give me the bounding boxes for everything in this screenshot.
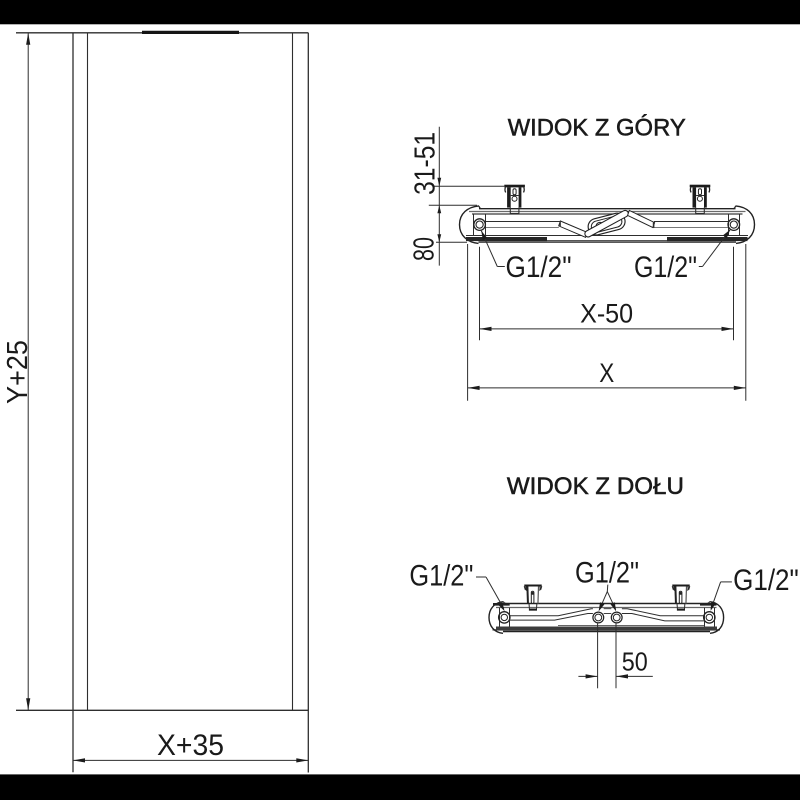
svg-text:X-50: X-50 (580, 299, 633, 329)
svg-text:50: 50 (622, 647, 648, 677)
svg-text:G1/2": G1/2" (634, 251, 697, 284)
svg-text:G1/2": G1/2" (733, 564, 799, 597)
svg-text:G1/2": G1/2" (575, 556, 639, 589)
svg-text:G1/2": G1/2" (506, 251, 572, 284)
svg-text:WIDOK Z GÓRY: WIDOK Z GÓRY (508, 115, 686, 142)
svg-text:80: 80 (409, 237, 441, 261)
svg-text:X+35: X+35 (157, 729, 224, 762)
svg-text:Y+25: Y+25 (2, 340, 34, 404)
svg-text:X: X (599, 358, 614, 388)
svg-text:WIDOK Z DOŁU: WIDOK Z DOŁU (507, 473, 684, 500)
svg-text:G1/2": G1/2" (409, 560, 473, 593)
svg-text:31-51: 31-51 (409, 132, 441, 195)
